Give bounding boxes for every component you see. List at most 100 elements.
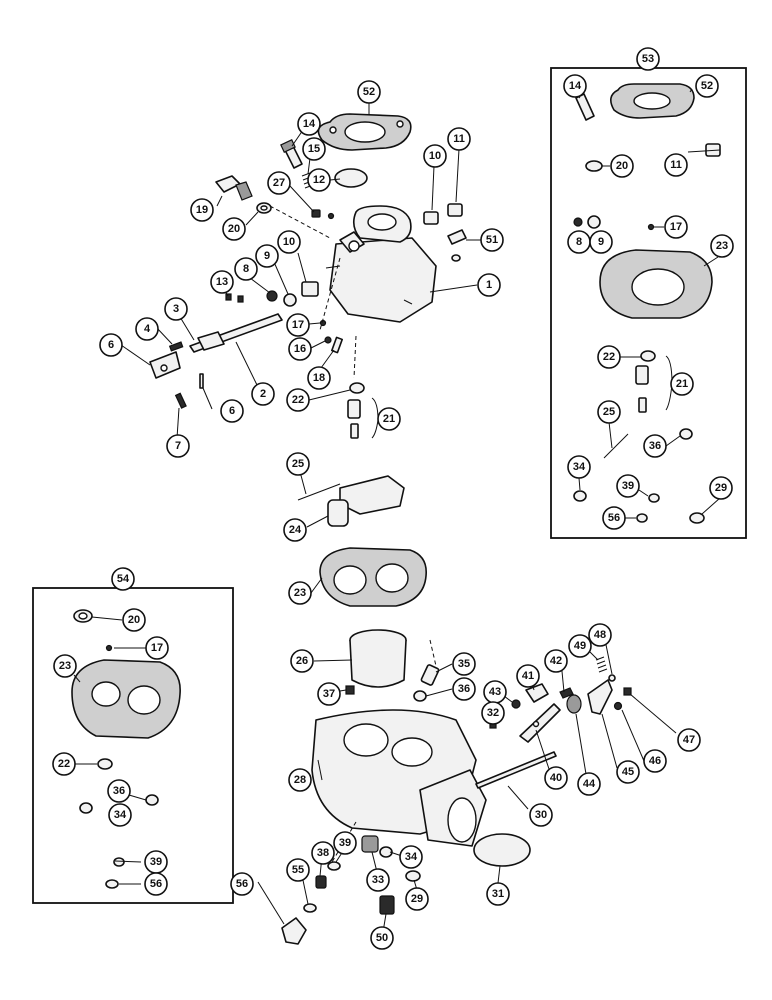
callout-55: 55 <box>286 858 310 882</box>
kit-53-callout-56: 56 <box>602 506 626 530</box>
callout-29: 29 <box>405 887 429 911</box>
callout-19: 19 <box>190 198 214 222</box>
svg-text:2: 2 <box>260 388 266 400</box>
svg-text:22: 22 <box>58 758 70 770</box>
svg-text:10: 10 <box>283 236 295 248</box>
callout-33: 33 <box>366 868 390 892</box>
svg-text:53: 53 <box>642 53 654 65</box>
callout-20: 20 <box>222 217 246 241</box>
kit-53-callout-36: 36 <box>643 434 667 458</box>
svg-text:9: 9 <box>264 250 270 262</box>
callout-10b: 10 <box>277 230 301 254</box>
svg-text:56: 56 <box>150 878 162 890</box>
svg-text:7: 7 <box>175 440 181 452</box>
svg-text:56: 56 <box>236 878 248 890</box>
callout-47: 47 <box>677 728 701 752</box>
svg-text:55: 55 <box>292 864 304 876</box>
kit-53-callout-20: 20 <box>610 154 634 178</box>
svg-text:25: 25 <box>292 458 304 470</box>
svg-text:39: 39 <box>150 856 162 868</box>
svg-text:46: 46 <box>649 755 661 767</box>
svg-text:16: 16 <box>294 343 306 355</box>
svg-text:14: 14 <box>303 118 316 130</box>
callout-3: 3 <box>164 297 188 321</box>
callout-52: 52 <box>357 80 381 104</box>
kit-54-callout-20: 20 <box>122 608 146 632</box>
callout-8: 8 <box>234 257 258 281</box>
kit-54-callout-36: 36 <box>107 779 131 803</box>
svg-text:36: 36 <box>458 683 470 695</box>
svg-text:34: 34 <box>114 809 127 821</box>
kit-54-callout-17: 17 <box>145 636 169 660</box>
kit-54-callout-34: 34 <box>108 803 132 827</box>
svg-text:21: 21 <box>676 378 688 390</box>
callout-27: 27 <box>267 171 291 195</box>
svg-text:11: 11 <box>670 159 682 171</box>
svg-text:38: 38 <box>317 847 329 859</box>
svg-text:52: 52 <box>363 86 375 98</box>
svg-text:8: 8 <box>576 236 582 248</box>
callout-44: 44 <box>577 772 601 796</box>
callout-25: 25 <box>286 452 310 476</box>
svg-text:21: 21 <box>383 413 395 425</box>
callout-43: 43 <box>483 680 507 704</box>
callout-1: 1 <box>477 273 501 297</box>
svg-text:18: 18 <box>313 372 325 384</box>
svg-text:49: 49 <box>574 640 586 652</box>
svg-text:30: 30 <box>535 809 547 821</box>
callout-46: 46 <box>643 749 667 773</box>
svg-text:45: 45 <box>622 766 634 778</box>
callout-34: 34 <box>399 845 423 869</box>
kit-53-callout-23: 23 <box>710 234 734 258</box>
callout-22: 22 <box>286 388 310 412</box>
svg-text:36: 36 <box>649 440 661 452</box>
svg-text:3: 3 <box>173 303 179 315</box>
callout-36: 36 <box>452 677 476 701</box>
callout-30: 30 <box>529 803 553 827</box>
callout-2: 2 <box>251 382 275 406</box>
callout-15: 15 <box>302 137 326 161</box>
svg-text:51: 51 <box>486 234 498 246</box>
callout-39: 39 <box>333 831 357 855</box>
svg-text:22: 22 <box>292 394 304 406</box>
svg-text:56: 56 <box>608 512 620 524</box>
svg-text:36: 36 <box>113 785 125 797</box>
svg-text:47: 47 <box>683 734 695 746</box>
callout-32: 32 <box>481 701 505 725</box>
svg-text:33: 33 <box>372 874 384 886</box>
svg-text:17: 17 <box>670 221 682 233</box>
svg-text:35: 35 <box>458 658 470 670</box>
callout-37: 37 <box>317 682 341 706</box>
svg-text:40: 40 <box>550 772 562 784</box>
callout-7: 7 <box>166 434 190 458</box>
callout-18: 18 <box>307 366 331 390</box>
callout-24: 24 <box>283 518 307 542</box>
kit-54-callout-56: 56 <box>144 872 168 896</box>
svg-text:23: 23 <box>294 587 306 599</box>
kit-53-callout-52: 52 <box>695 74 719 98</box>
svg-text:39: 39 <box>339 837 351 849</box>
callout-31: 31 <box>486 882 510 906</box>
kit-53-callout-11: 11 <box>664 153 688 177</box>
svg-text:11: 11 <box>453 133 465 145</box>
callout-35: 35 <box>452 652 476 676</box>
svg-text:25: 25 <box>603 406 615 418</box>
svg-text:31: 31 <box>492 888 504 900</box>
kit-54-callout-22: 22 <box>52 752 76 776</box>
callout-38: 38 <box>311 841 335 865</box>
callout-13: 13 <box>210 270 234 294</box>
callout-40: 40 <box>544 766 568 790</box>
kit-53-callout-14: 14 <box>563 74 587 98</box>
callout-51: 51 <box>480 228 504 252</box>
callout-56: 56 <box>230 872 254 896</box>
kit-53-callout-29: 29 <box>709 476 733 500</box>
svg-text:43: 43 <box>489 686 501 698</box>
callout-42: 42 <box>544 649 568 673</box>
svg-text:14: 14 <box>569 80 582 92</box>
svg-text:23: 23 <box>59 660 71 672</box>
svg-text:20: 20 <box>616 160 628 172</box>
svg-text:48: 48 <box>594 629 606 641</box>
svg-text:41: 41 <box>522 670 534 682</box>
callout-10: 10 <box>423 144 447 168</box>
